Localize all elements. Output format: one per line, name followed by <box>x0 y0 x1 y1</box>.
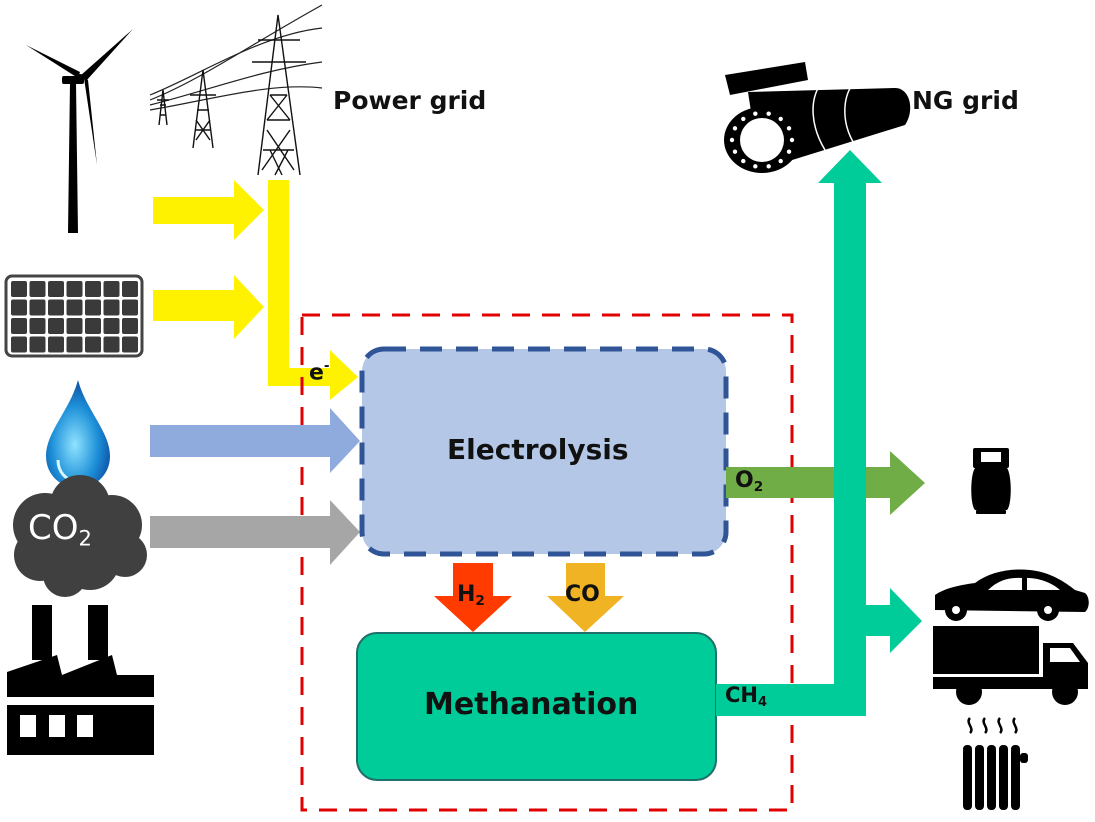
h2-label: H2 <box>457 582 485 609</box>
solar-cell <box>66 299 83 316</box>
solar-cell <box>29 281 46 297</box>
o2-text: O <box>735 468 754 493</box>
h2-sub: 2 <box>475 593 485 610</box>
solar-cell <box>48 281 64 297</box>
co2-cloud-text: CO <box>28 508 79 548</box>
ch4-label: CH4 <box>725 683 767 710</box>
power-tower-icon <box>149 4 323 176</box>
power-grid-label: Power grid <box>333 86 486 115</box>
pipe-dot <box>786 149 792 154</box>
pipe-dot <box>729 137 735 143</box>
electricity-flow <box>153 180 358 400</box>
solar-cell <box>29 299 46 316</box>
ch4-sub: 4 <box>758 694 768 710</box>
car-icon <box>935 569 1089 621</box>
gas-cylinder-icon <box>971 448 1011 514</box>
solar-cell <box>122 336 138 353</box>
co-text: CO <box>565 582 600 607</box>
solar-cell <box>122 299 138 316</box>
truck-icon <box>933 626 1088 705</box>
pipe-dot <box>778 116 783 122</box>
solar-cell <box>66 281 83 297</box>
power-grid-text: Power grid <box>333 86 487 115</box>
electrolysis-text: Electrolysis <box>447 433 629 466</box>
co2-cloud-sub: 2 <box>78 525 92 551</box>
co-label: CO <box>565 582 600 607</box>
electrolysis-label: Electrolysis <box>447 433 629 466</box>
solar-cell <box>11 281 27 297</box>
solar-cell <box>103 318 120 334</box>
methanation-text: Methanation <box>424 687 639 722</box>
electron-label: e- <box>309 358 330 386</box>
solar-cell <box>11 299 27 316</box>
solar-cell <box>103 299 120 316</box>
pipe-dot <box>766 111 771 116</box>
pipe-dot <box>732 126 738 131</box>
electrolysis-box <box>359 346 729 557</box>
water-flow-arrow <box>150 408 360 473</box>
ng-grid-label: NG grid <box>912 86 1019 115</box>
solar-cell <box>66 336 83 353</box>
co2-cloud-label: CO2 <box>28 508 92 550</box>
factory-icon <box>7 605 154 755</box>
solar-cell <box>85 299 101 316</box>
electron-text: e <box>309 360 324 386</box>
ch4-text: CH <box>725 683 758 707</box>
solar-cell <box>85 336 101 353</box>
pipe-dot <box>753 164 758 169</box>
pipe-dot <box>741 158 746 164</box>
solar-cell <box>66 318 83 334</box>
solar-cell <box>122 318 138 334</box>
h2-flow-arrow <box>434 563 512 632</box>
water-drop-icon <box>46 380 110 488</box>
solar-cell <box>48 299 64 316</box>
pipe-dot <box>789 137 795 143</box>
pipe-dot <box>778 158 783 164</box>
co2-cloud-icon <box>13 475 147 597</box>
methanation-label: Methanation <box>424 687 638 722</box>
solar-cell <box>48 336 64 353</box>
solar-cell <box>122 281 138 297</box>
pipe-dot <box>786 126 792 131</box>
solar-cell <box>29 336 46 353</box>
o2-label: O2 <box>735 468 763 495</box>
co2-flow-arrow <box>150 500 360 565</box>
solar-cell <box>85 281 101 297</box>
o2-flow-arrow <box>726 451 925 515</box>
solar-cell <box>11 336 27 353</box>
pipe-dot <box>732 149 738 154</box>
radiator-icon <box>963 717 1028 810</box>
solar-cell <box>48 318 64 334</box>
solar-cell <box>103 336 120 353</box>
pipe-dot <box>741 116 746 122</box>
co-flow-arrow <box>547 563 624 632</box>
electron-sup: - <box>323 358 330 374</box>
solar-cell <box>85 318 101 334</box>
ch4-flow <box>716 150 922 716</box>
solar-cell <box>11 318 27 334</box>
ng-grid-text: NG grid <box>912 86 1019 115</box>
wind-turbine-icon <box>26 29 133 233</box>
solar-cell <box>103 281 120 297</box>
solar-cell <box>29 318 46 334</box>
pipeline-icon <box>724 62 911 173</box>
solar-panel-icon <box>4 274 144 358</box>
o2-sub: 2 <box>753 479 764 496</box>
system-boundary <box>300 313 794 812</box>
pipe-dot <box>766 164 771 169</box>
pipe-dot <box>753 111 758 116</box>
h2-text: H <box>457 582 476 607</box>
